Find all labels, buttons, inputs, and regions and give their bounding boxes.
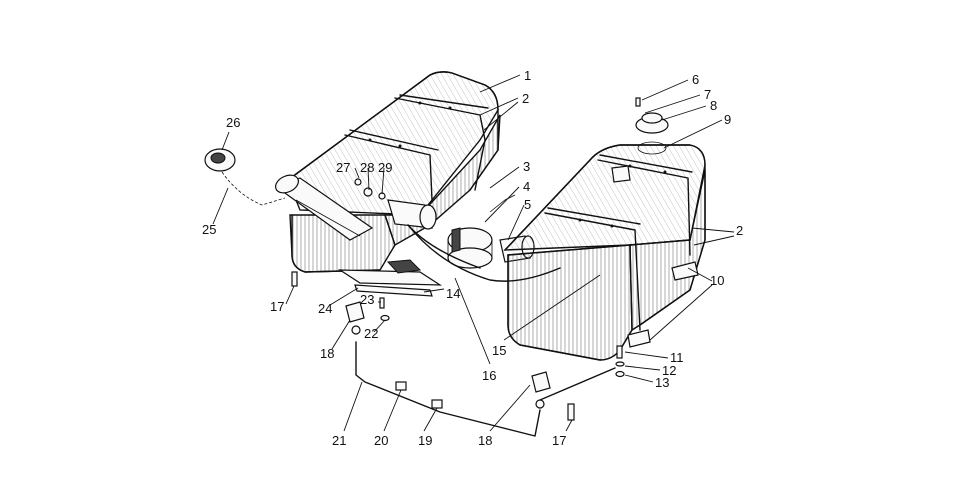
- callout-29: 29: [378, 160, 392, 175]
- right-fuel-tank: [503, 144, 706, 361]
- filler-neck: [275, 174, 374, 241]
- callout-5: 5: [524, 197, 531, 212]
- callout-2: 2: [522, 91, 529, 106]
- drain-bolt-right: [567, 403, 575, 421]
- callout-15: 15: [492, 343, 506, 358]
- callout-4: 4: [523, 179, 530, 194]
- callout-26: 26: [226, 115, 240, 130]
- callout-12: 12: [662, 363, 676, 378]
- callout-18-right: 18: [478, 433, 492, 448]
- filler-cap-chain: [221, 171, 286, 206]
- fuel-gauge-sender-unit: [447, 194, 516, 269]
- callout-17-left: 17: [270, 299, 284, 314]
- callout-6: 6: [692, 72, 699, 87]
- callout-22: 22: [364, 326, 378, 341]
- fasteners-right: [615, 345, 625, 378]
- callout-13: 13: [655, 375, 669, 390]
- callout-21: 21: [332, 433, 346, 448]
- callout-24: 24: [318, 301, 332, 316]
- callout-25: 25: [202, 222, 216, 237]
- callout-10: 10: [710, 273, 724, 288]
- callout-2-right: 2: [736, 223, 743, 238]
- right-tank-cap-assembly: [611, 112, 669, 183]
- callout-3: 3: [523, 159, 530, 174]
- callout-16: 16: [482, 368, 496, 383]
- fuel-tap-left: [345, 301, 365, 335]
- callout-11: 11: [670, 350, 684, 365]
- callout-19: 19: [418, 433, 432, 448]
- callout-8: 8: [710, 98, 717, 113]
- callout-9: 9: [724, 112, 731, 127]
- right-tank-bolts: [635, 97, 641, 107]
- left-tank-straps: [344, 94, 489, 201]
- callout-17-right: 17: [552, 433, 566, 448]
- fuel-tap-right: [531, 371, 551, 409]
- leader-lines: [212, 74, 735, 432]
- drain-bolt-left: [291, 271, 298, 287]
- callout-28: 28: [360, 160, 374, 175]
- callout-20: 20: [374, 433, 388, 448]
- callout-7: 7: [704, 87, 711, 102]
- fasteners-left: [379, 297, 390, 322]
- callout-18-left: 18: [320, 346, 334, 361]
- left-tank-outlet: [387, 199, 437, 230]
- right-tank-mounting-bracket: [627, 261, 699, 348]
- callout-27: 27: [336, 160, 350, 175]
- left-tank-mounting-bracket: [337, 259, 443, 297]
- filler-cap: [204, 148, 236, 172]
- callout-14: 14: [446, 286, 460, 301]
- right-tank-straps: [544, 154, 693, 331]
- callout-labels: 1 2 3 4 5 6 7 8 9 2 10 11 12 13 14 15 16…: [202, 68, 743, 448]
- fuel-lines: [355, 224, 616, 437]
- callout-23: 23: [360, 292, 374, 307]
- callout-1: 1: [524, 68, 531, 83]
